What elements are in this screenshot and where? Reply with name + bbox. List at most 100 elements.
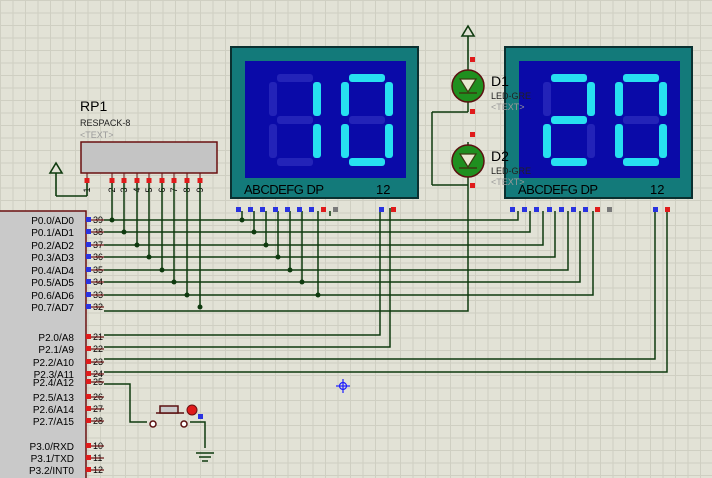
display-left[interactable]: ABCDEFG DP 12 [230,46,419,212]
mcu-pin-label: P3.1/TXD [31,454,74,465]
led-d2-value: LED-GRE [491,166,531,176]
display-pin-marker [309,207,314,212]
junction-dot [159,267,165,273]
mcu-pin-marker [86,394,91,399]
segment-f [269,82,277,116]
mcu-pin-marker [86,379,91,384]
rp1-ref: RP1 [80,98,107,114]
junction-dot [299,279,305,285]
mcu-pin-label: P0.7/AD7 [31,303,74,314]
mcu-pin-label: P2.7/A15 [33,417,75,428]
led-d2[interactable]: D2 LED-GRE <TEXT> [451,144,531,187]
junction-dots [109,217,321,310]
button-probe-icon[interactable] [186,404,198,416]
display-pin-marker [273,207,278,212]
mcu-pin-marker [86,292,91,297]
segment-e [269,124,277,158]
display-pin-marker [653,207,658,212]
led-d2-ref: D2 [491,148,509,164]
mcu-pin-marker [86,418,91,423]
led-pin-markers [470,57,475,188]
wires [104,60,668,462]
segment-a [623,74,659,82]
display-pin-marker [571,207,576,212]
display-pin-labels: ABCDEFG DP [244,182,324,197]
junction-dot [184,292,190,298]
segment-c [385,124,393,158]
segment-g [551,116,587,124]
led-d2-placeholder: <TEXT> [491,177,525,187]
mcu-pin-marker [86,406,91,411]
led-d1-triangle-icon [458,78,478,94]
segment-d [551,158,587,166]
segment-g [349,116,385,124]
mcu-body[interactable] [0,210,87,478]
mcu-pin-label: P0.0/AD0 [31,216,74,227]
display-pin-marker [559,207,564,212]
junction-dot [197,304,203,310]
display-pin-marker [379,207,384,212]
segment-c [313,124,321,158]
mcu-pin-label: P0.3/AD3 [31,253,74,264]
segment-e [543,124,551,158]
power-terminal-leds[interactable] [460,24,476,60]
mcu-pin-marker [86,267,91,272]
mcu-pin-label: P2.6/A14 [33,405,75,416]
mcu-pin-marker [86,346,91,351]
junction-dot [146,254,152,260]
led-d1-ref: D1 [491,73,509,89]
led-d1[interactable]: D1 LED-GRE <TEXT> [451,69,531,112]
display-common-labels: 12 [376,182,390,197]
display-pin-marker [236,207,241,212]
junction-dot [121,229,127,235]
power-terminal-rp1[interactable] [48,161,88,197]
mcu-pin-label: P3.2/INT0 [29,466,74,477]
junction-dot [134,242,140,248]
display-pin-marker [583,207,588,212]
junction-dot [275,254,281,260]
mcu-pin-marker [86,254,91,259]
mcu-pin-marker [86,443,91,448]
mcu-pin-marker [86,359,91,364]
mcu-pin-label: P0.5/AD5 [31,278,74,289]
junction-dot [109,217,115,223]
segment-c [659,124,667,158]
display-pin-marker [595,207,600,212]
segment-f [615,82,623,116]
rp1-pin-marker [84,178,90,183]
display-pin-marker [297,207,302,212]
push-button[interactable] [149,405,188,428]
display-pin-marker [547,207,552,212]
button-pin-marker [198,414,203,419]
led-d1-placeholder: <TEXT> [491,102,525,112]
segment-f [341,82,349,116]
mcu-pin-label: P0.2/AD2 [31,241,74,252]
data-bus-wires [104,183,594,307]
junction-dot [315,292,321,298]
display-common-labels: 12 [650,182,664,197]
